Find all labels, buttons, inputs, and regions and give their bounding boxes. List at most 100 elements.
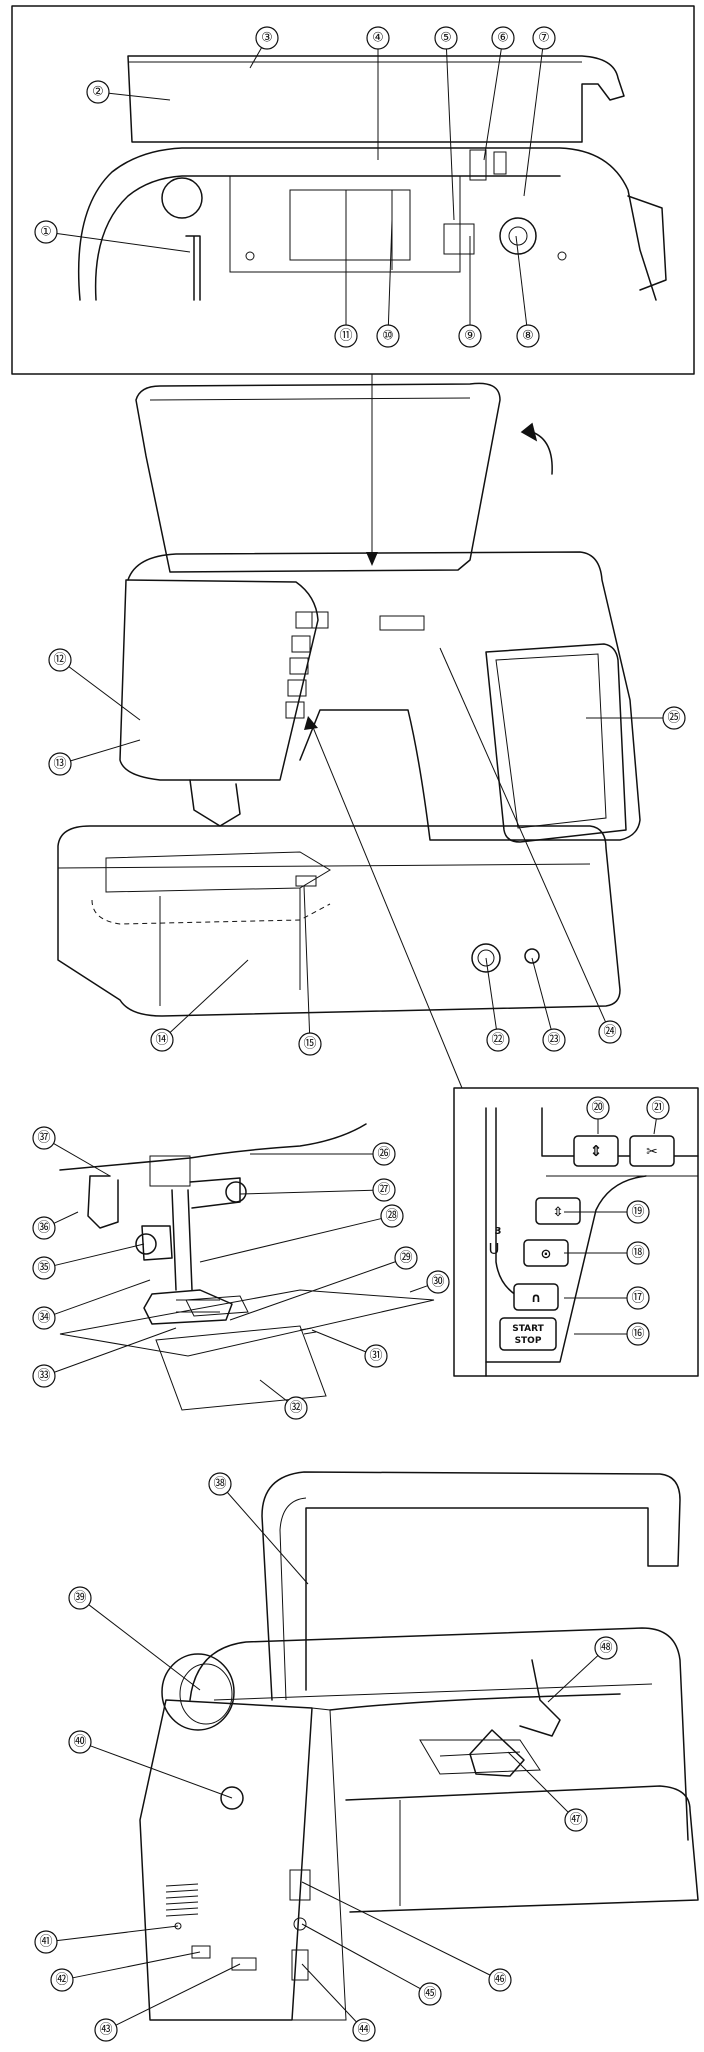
callout-leader-line [483,48,502,161]
main-front-view [57,374,641,1089]
callout-leader-line [523,48,544,197]
callout-leader-line [199,1218,382,1263]
callout-2: ② [86,80,171,104]
callout-circle [488,1968,512,1992]
callout-number: ㊺ [423,1987,436,2002]
callout-34: ㉞ [32,1279,151,1330]
callout-number: ㊸ [99,2023,112,2038]
callout-circle [626,1286,650,1310]
callout-leader-line [115,1963,241,2026]
callout-number: ㉘ [385,1209,398,1224]
callout-leader-line [88,1604,201,1691]
callout-circle [366,26,390,50]
rear-view [139,1471,699,2021]
callout-number: ㊲ [37,1131,50,1146]
callout-16: ⑯ [574,1322,650,1346]
start-stop-button[interactable] [499,1317,557,1351]
callout-circle [372,1142,396,1166]
callout-number: ㉑ [651,1101,664,1116]
callout-number: ㉓ [547,1033,560,1048]
callout-number: ⑪ [339,329,352,344]
callout-leader-line [239,1189,374,1195]
callout-number: ㉔ [603,1025,616,1040]
callout-number: ④ [372,31,384,46]
callout-circle [32,1216,56,1240]
callout-number: ⑲ [631,1205,644,1220]
callout-number: ① [40,225,52,240]
callout-circle [458,324,482,348]
callout-number: ㊽ [599,1641,612,1656]
callout-circle [352,2018,376,2042]
callout-38: ㊳ [208,1472,309,1585]
callout-leader-line [229,1261,396,1321]
callout-number: ㉖ [377,1147,390,1162]
callout-18: ⑱ [564,1241,650,1265]
callout-26: ㉖ [250,1142,396,1166]
callout-circle [32,1126,56,1150]
callout-leader-line [53,1143,111,1177]
needle-up-down-button[interactable] [535,1197,581,1225]
callout-circle [418,1982,442,2006]
up-down-button[interactable] [573,1135,619,1167]
callout-21: ㉑ [646,1096,670,1135]
callout-15: ⑮ [298,885,322,1056]
callout-number: ㊱ [37,1221,50,1236]
callout-circle [86,80,110,104]
callout-number: ㊻ [493,1973,506,1988]
callout-circle [32,1256,56,1280]
callout-leader-line [445,48,455,221]
callout-leader-line [54,1279,151,1315]
callout-circle [94,2018,118,2042]
callout-number: ㉟ [37,1261,50,1276]
cut-symbol: ✂ [646,1144,658,1160]
callout-32: ㉜ [259,1379,308,1420]
callout-leader-line [249,47,263,69]
callout-number: ③ [261,31,273,46]
top-inset-frame [11,5,695,375]
callout-7: ⑦ [523,26,556,197]
callout-42: ㊷ [50,1951,201,1992]
thread-cutter-button[interactable] [629,1135,675,1167]
callout-circle [532,26,556,50]
up-down-symbol: ⇕ [590,1142,603,1160]
callout-circle [646,1096,670,1120]
callout-number: ㊼ [569,1813,582,1828]
callout-leader-line [169,959,249,1033]
callout-number: ㉗ [377,1183,390,1198]
callout-4: ④ [366,26,390,160]
callout-25: ㉕ [586,706,686,730]
callout-17: ⑰ [564,1286,650,1310]
callout-number: ㉙ [399,1251,412,1266]
callout-36: ㊱ [32,1211,79,1240]
callout-46: ㊻ [301,1881,512,1992]
callout-leader-line [409,1285,428,1293]
callout-leader-line [515,235,528,326]
presser-foot-detail [59,1123,435,1411]
callout-12: ⑫ [48,648,141,721]
callout-circle [32,1364,56,1388]
callout-leader-line [53,1211,79,1224]
stop-label: STOP [515,1336,542,1346]
callout-circle [491,26,515,50]
callout-number: ㊳ [213,1477,226,1492]
callout-9: ⑨ [458,236,482,348]
callout-leader-line [531,957,552,1030]
callout-leader-line [301,1963,357,2023]
callout-leader-line [68,666,141,721]
callout-41: ㊶ [34,1925,179,1954]
callout-number: ㊴ [73,1591,86,1606]
callout-number: ⑦ [538,31,550,46]
callout-number: ㉚ [431,1275,444,1290]
callout-leader-line [226,1491,309,1585]
reverse-button[interactable] [513,1283,559,1311]
callout-circle [626,1241,650,1265]
callout-circle [255,26,279,50]
callout-number: ㊹ [357,2023,370,2038]
callout-number: ㊵ [73,1735,86,1750]
callout-circle [48,752,72,776]
callout-40: ㊵ [68,1730,233,1799]
pattern-number: 3 [495,1226,502,1237]
callout-6: ⑥ [483,26,515,161]
